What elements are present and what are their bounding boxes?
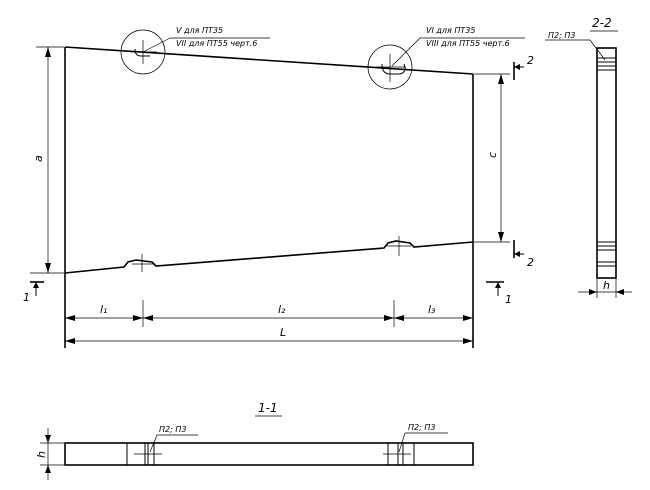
callout-leader-left: [142, 37, 171, 53]
plan-view: V для ПТ35 VII для ПТ55 черт.6 VI для ПТ…: [23, 26, 534, 348]
dim-L-label: L: [280, 326, 286, 339]
bottom-edge: [64, 240, 474, 274]
dim-l1-label: l₁: [100, 303, 107, 316]
section-1-1-h-label: h: [35, 451, 48, 458]
section-1-1-plate-label-right: П2; П3: [408, 423, 435, 432]
section-2-2-view: 2-2 П2; П3 h: [545, 16, 632, 298]
section-1-1-view: 1-1 П2; П3 П2; П3 h: [35, 401, 474, 480]
bottom-right-loop: [387, 236, 411, 256]
callout-right-top: VI для ПТ35: [426, 26, 475, 35]
section-1-1-title: 1-1: [258, 401, 278, 415]
dim-a-label: a: [32, 155, 45, 162]
dim-c-label: c: [486, 152, 499, 158]
section-2-bottom-label: 2: [527, 256, 534, 269]
callout-left-top: V для ПТ35: [176, 26, 223, 35]
section-1-1-plate-label-left: П2; П3: [159, 425, 186, 434]
section-2-2-h-label: h: [603, 279, 610, 292]
section-2-2-body: [596, 47, 617, 279]
bottom-left-loop: [132, 254, 154, 272]
dim-l2-label: l₂: [278, 303, 286, 316]
section-2-2-plate-label: П2; П3: [548, 31, 575, 40]
section-2-top-label: 2: [527, 54, 534, 67]
top-left-loop: [120, 29, 166, 75]
callout-left-bottom: VII для ПТ55 черт.6: [176, 39, 257, 48]
callout-right-bottom: VIII для ПТ55 черт.6: [426, 39, 510, 48]
dim-l3-label: l₃: [428, 303, 436, 316]
callout-leader-right: [391, 37, 421, 67]
section-1-right-label: 1: [505, 293, 512, 306]
section-2-2-title: 2-2: [592, 16, 612, 30]
section-1-1-body: [64, 442, 474, 466]
section-1-left-label: 1: [23, 291, 30, 304]
top-right-loop: [367, 44, 413, 90]
